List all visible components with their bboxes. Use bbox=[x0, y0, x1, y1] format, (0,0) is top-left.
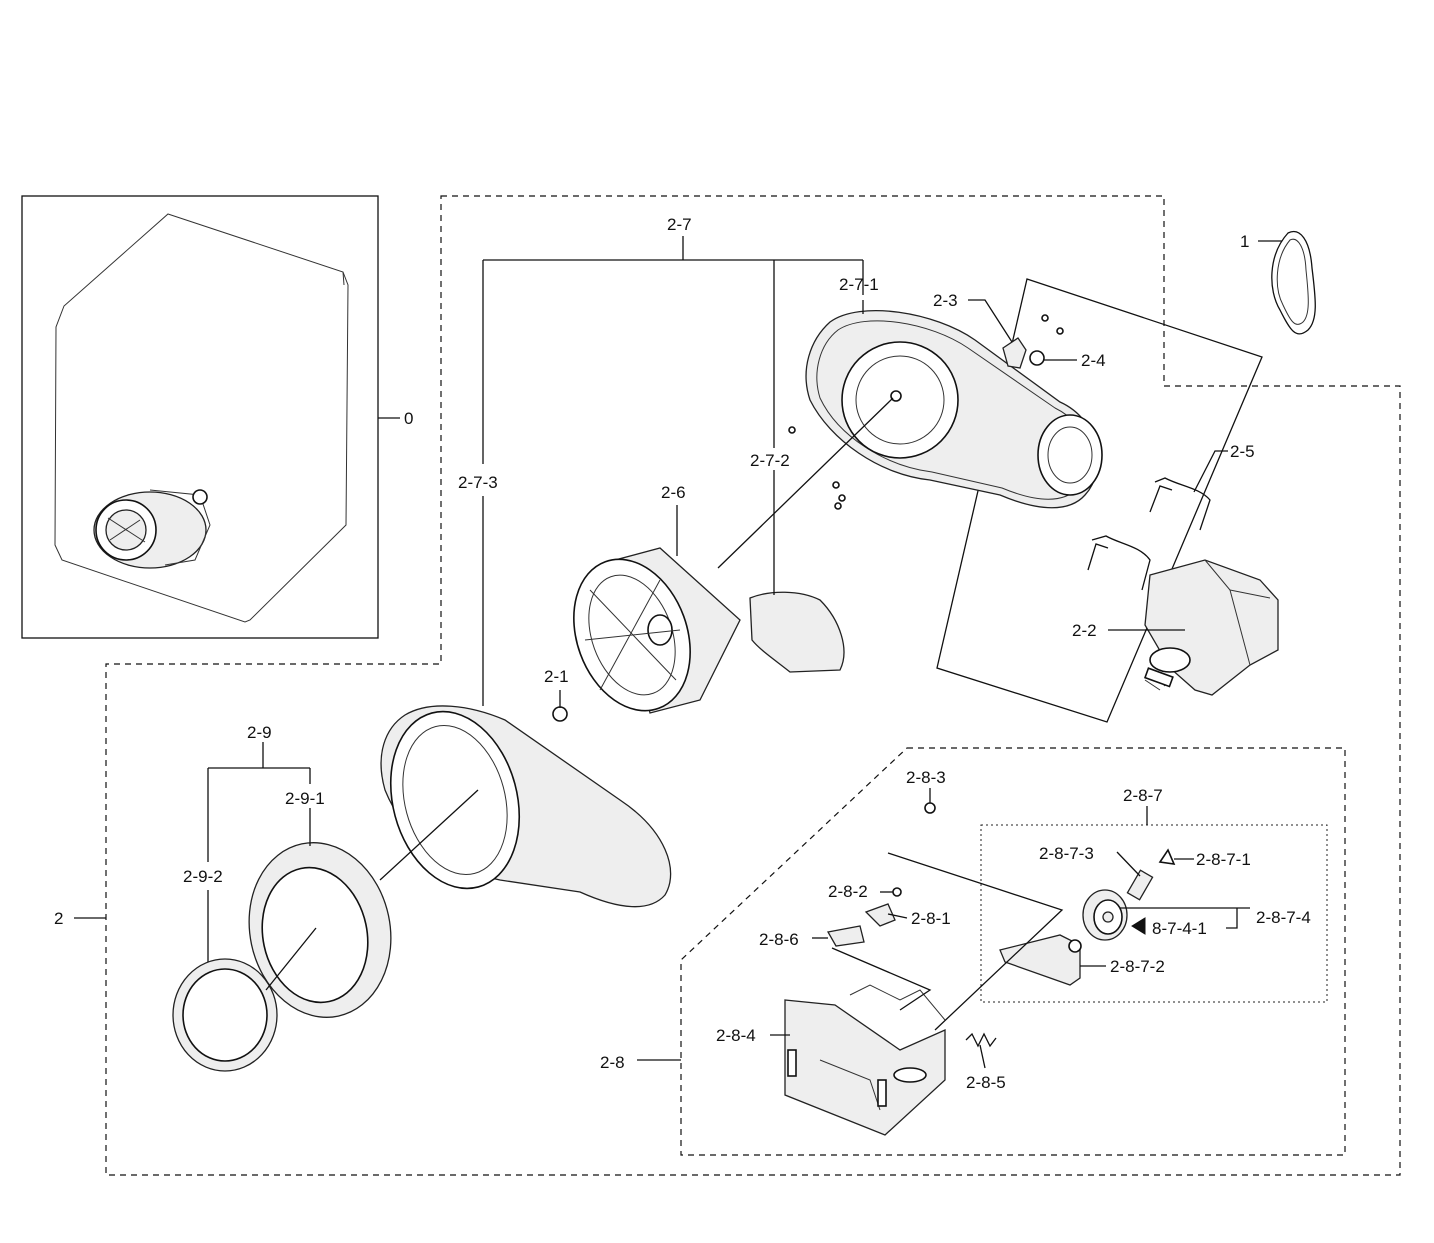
label-2-9-1: 2-9-1 bbox=[285, 789, 325, 808]
drive-belt bbox=[1271, 230, 1316, 335]
blower-nut bbox=[552, 706, 568, 722]
leader-2-8-7-3 bbox=[1116, 851, 1141, 877]
idler-shaft bbox=[1126, 869, 1154, 901]
motor-clamps bbox=[1087, 477, 1211, 591]
blower-wheel bbox=[573, 547, 741, 714]
rear-blower-housing bbox=[805, 310, 1103, 509]
leader-2-7-tree bbox=[482, 236, 864, 706]
label-2-9-2: 2-9-2 bbox=[183, 867, 223, 886]
label-2-3: 2-3 bbox=[933, 291, 958, 310]
idler-clip bbox=[864, 903, 896, 927]
screws bbox=[788, 426, 846, 510]
label-2-8-2: 2-8-2 bbox=[828, 882, 868, 901]
leader-2-5 bbox=[1193, 450, 1228, 493]
label-2-8-3: 2-8-3 bbox=[906, 768, 946, 787]
leader-axis-blower bbox=[717, 397, 894, 569]
label-1: 1 bbox=[1240, 232, 1249, 251]
retaining-clip bbox=[1158, 848, 1176, 865]
leader-2-8-1 bbox=[887, 913, 908, 919]
idler-lever bbox=[999, 934, 1081, 986]
label-2-2: 2-2 bbox=[1072, 621, 1097, 640]
bracket-screw bbox=[892, 887, 902, 897]
reference-box-0 bbox=[21, 195, 379, 639]
leader-axis-idler bbox=[887, 852, 1064, 1031]
idler-lever-pivot bbox=[1068, 939, 1082, 953]
label-2-7-2: 2-7-2 bbox=[750, 451, 790, 470]
idler-pulley bbox=[1082, 889, 1128, 941]
label-2-7: 2-7 bbox=[667, 215, 692, 234]
gasket-ring bbox=[172, 958, 278, 1072]
fan-cover bbox=[248, 842, 392, 1018]
pulley-screw bbox=[924, 802, 936, 814]
idler-bracket-frame bbox=[784, 984, 946, 1136]
front-blower-housing bbox=[380, 705, 672, 908]
label-2-8-4: 2-8-4 bbox=[716, 1026, 756, 1045]
leader-2-8-7-4 bbox=[1120, 907, 1250, 929]
label-2-5: 2-5 bbox=[1230, 442, 1255, 461]
label-0: 0 bbox=[404, 409, 413, 428]
label-2-8-7-1: 2-8-7-1 bbox=[1196, 850, 1251, 869]
assembly-boundary-2 bbox=[105, 195, 1401, 1176]
label-2-6: 2-6 bbox=[661, 483, 686, 502]
label-2-8-1: 2-8-1 bbox=[911, 909, 951, 928]
label-2-8-7-2: 2-8-7-2 bbox=[1110, 957, 1165, 976]
assembly-boundary-2-8 bbox=[680, 747, 1346, 1156]
label-2-8-7: 2-8-7 bbox=[1123, 786, 1163, 805]
leader-axis-clip bbox=[831, 947, 932, 1011]
dryer-cabinet-illustration bbox=[54, 213, 349, 623]
air-duct-piece bbox=[749, 591, 845, 673]
label-2-7-1: 2-7-1 bbox=[839, 275, 879, 294]
assembly-boundary-2-8-7 bbox=[980, 824, 1328, 1003]
arrow-8-7-4-1 bbox=[1131, 917, 1146, 935]
label-2: 2 bbox=[54, 909, 63, 928]
label-8-7-4-1: 8-7-4-1 bbox=[1152, 919, 1207, 938]
label-2-8: 2-8 bbox=[600, 1053, 625, 1072]
motor-assembly-plane bbox=[936, 278, 1263, 723]
label-2-1: 2-1 bbox=[544, 667, 569, 686]
label-2-4: 2-4 bbox=[1081, 351, 1106, 370]
label-2-8-6: 2-8-6 bbox=[759, 930, 799, 949]
idler-bracket bbox=[1002, 314, 1064, 369]
label-2-7-3: 2-7-3 bbox=[458, 473, 498, 492]
bracket-clip bbox=[826, 925, 865, 947]
leader-2-9-tree bbox=[207, 742, 311, 962]
tension-spring bbox=[965, 1032, 997, 1048]
label-2-9: 2-9 bbox=[247, 723, 272, 742]
leader-axis-housing bbox=[379, 789, 479, 881]
leader-2-3 bbox=[968, 299, 1013, 343]
label-2-8-7-3: 2-8-7-3 bbox=[1039, 844, 1094, 863]
leader-axis-cover bbox=[265, 927, 317, 991]
label-2-8-5: 2-8-5 bbox=[966, 1073, 1006, 1092]
leader-2-8-5 bbox=[979, 1044, 986, 1069]
drive-motor bbox=[1143, 559, 1279, 696]
label-2-8-7-4: 2-8-7-4 bbox=[1256, 908, 1311, 927]
